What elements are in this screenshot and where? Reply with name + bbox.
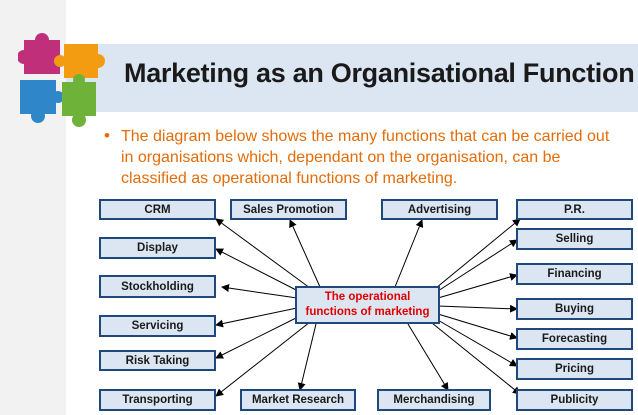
function-box-pricing: Pricing xyxy=(516,358,633,380)
page-title: Marketing as an Organisational Function xyxy=(124,58,635,88)
function-box-risk-taking: Risk Taking xyxy=(99,350,216,371)
function-box-publicity: Publicity xyxy=(516,389,633,411)
puzzle-logo-icon xyxy=(18,33,105,127)
bullet-marker: • xyxy=(104,126,110,145)
function-box-pr: P.R. xyxy=(516,199,633,220)
function-box-selling: Selling xyxy=(516,228,633,250)
function-box-advertising: Advertising xyxy=(381,199,498,220)
function-box-transporting: Transporting xyxy=(99,389,216,411)
function-box-buying: Buying xyxy=(516,298,633,320)
central-concept-line2: functions of marketing xyxy=(305,306,430,318)
central-concept-line1: The operational xyxy=(324,291,411,303)
header-band xyxy=(66,44,638,112)
function-box-market-research: Market Research xyxy=(240,389,356,411)
function-box-display: Display xyxy=(99,237,216,259)
central-concept-box: The operational functions of marketing xyxy=(295,286,440,324)
function-box-crm: CRM xyxy=(99,199,216,220)
function-box-servicing: Servicing xyxy=(99,315,216,337)
function-box-stockholding: Stockholding xyxy=(99,275,216,298)
function-box-merchandising: Merchandising xyxy=(377,389,491,411)
function-box-financing: Financing xyxy=(516,263,633,285)
function-box-sales-promotion: Sales Promotion xyxy=(230,199,347,220)
function-box-forecasting: Forecasting xyxy=(516,328,633,350)
bullet-text: The diagram below shows the many functio… xyxy=(121,128,610,187)
